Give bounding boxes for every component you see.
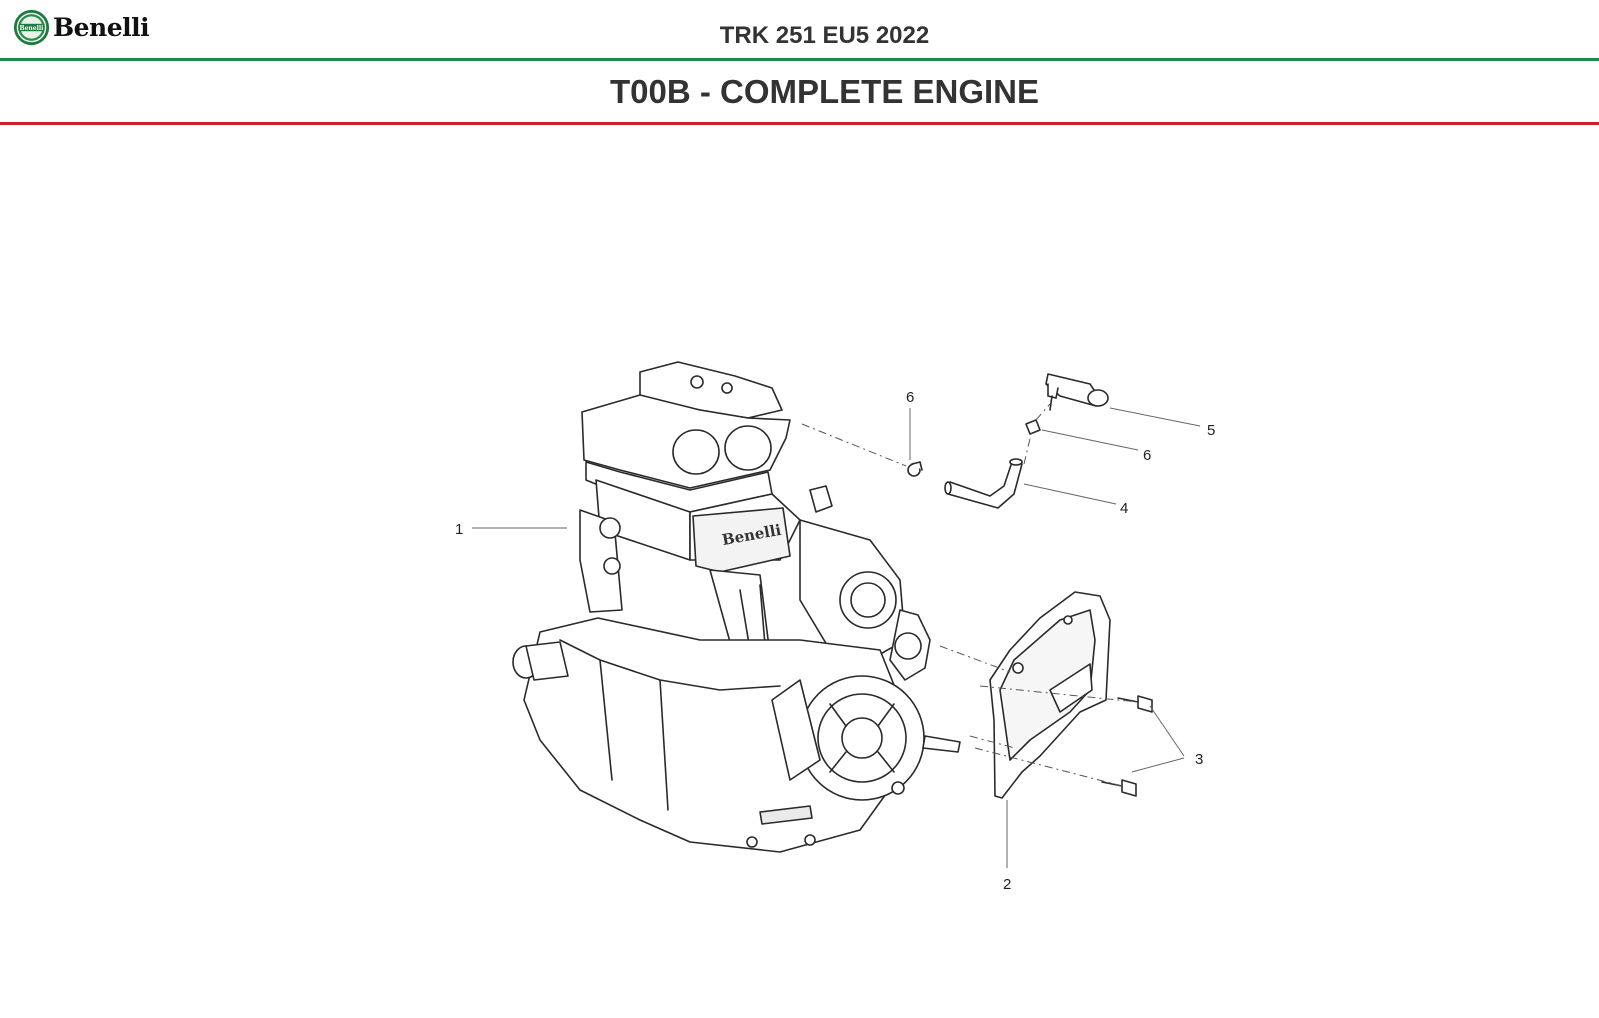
sprocket-cover-drawing — [989, 591, 1111, 799]
model-title: TRK 251 EU5 2022 — [719, 22, 930, 49]
callout-1: 1 — [455, 521, 463, 538]
engine-drawing: Benelli — [512, 361, 961, 853]
sensor-drawing — [1045, 373, 1109, 411]
callout-6b: 6 — [1143, 447, 1151, 464]
callout-6a: 6 — [906, 389, 914, 406]
callout-3: 3 — [1195, 751, 1203, 768]
benelli-logo: Benelli Benelli — [13, 9, 150, 46]
logo-badge-icon: Benelli — [13, 9, 50, 46]
hose-clamps-drawing — [907, 419, 1041, 477]
page-header: Benelli Benelli TRK 251 EU5 2022 — [0, 0, 1599, 60]
svg-text:Benelli: Benelli — [20, 25, 45, 32]
header-divider — [0, 58, 1599, 61]
title-divider — [0, 122, 1599, 125]
logo-wordmark: Benelli — [53, 13, 150, 42]
breather-hose-drawing — [944, 458, 1023, 509]
callout-4: 4 — [1120, 500, 1128, 517]
screws-drawing — [1101, 695, 1153, 797]
callout-2: 2 — [1003, 876, 1011, 893]
callout-5: 5 — [1207, 422, 1215, 439]
section-title: T00B - COMPLETE ENGINE — [609, 73, 1040, 110]
